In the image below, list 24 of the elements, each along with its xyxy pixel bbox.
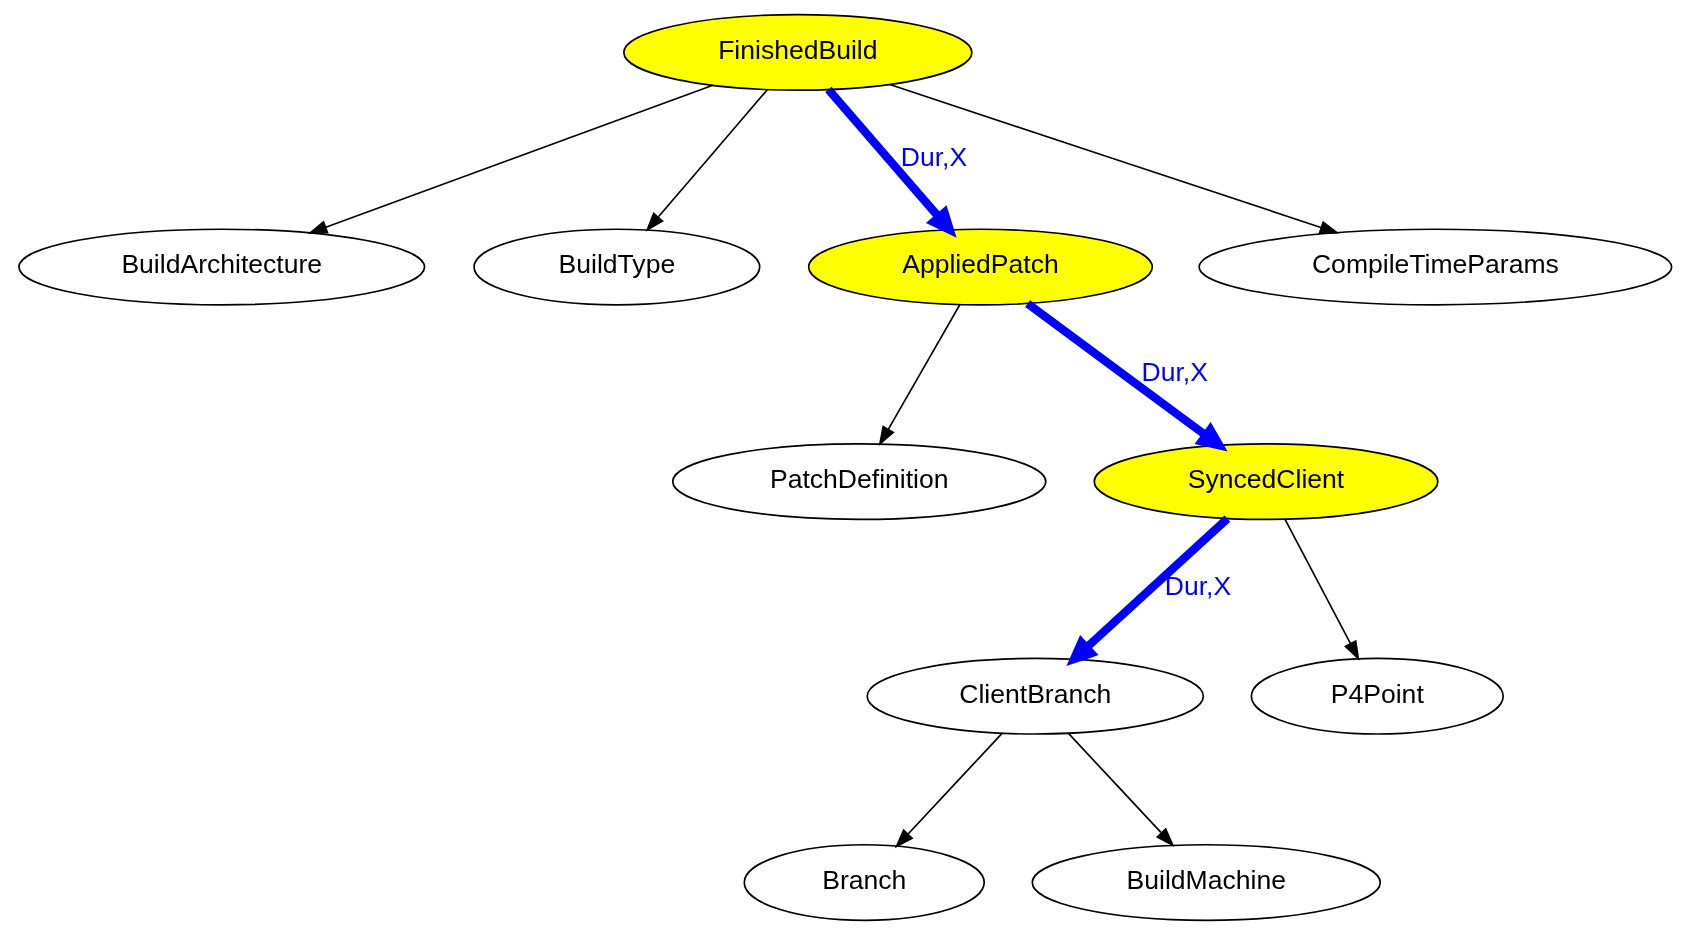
node-ellipse: CompileTimeParams [1198,228,1673,306]
node-ellipse: BuildMachine [1031,843,1382,922]
arrow [307,84,714,234]
arrow [825,86,957,238]
node-ellipse: BuildArchitecture [18,228,426,306]
node-ellipse: PatchDefinition [671,443,1047,521]
arrow [894,732,1004,849]
node-ellipse: BuildType [473,228,761,306]
node-ellipse: FinishedBuild [623,13,973,92]
node-ellipse: SyncedClient [1093,443,1439,521]
node-ellipse: P4Point [1250,657,1504,735]
edge-label: Dur,X [1164,571,1232,602]
arrow [878,303,961,447]
edge-label: Dur,X [1141,356,1208,387]
arrow [1284,518,1360,661]
arrow [1067,732,1175,847]
node-ellipse: AppliedPatch [807,228,1154,306]
arrow [889,83,1340,234]
arrow [645,88,769,232]
edge-label: Dur,X [900,142,968,173]
node-ellipse: ClientBranch [866,657,1205,735]
arrow [1025,300,1228,452]
node-ellipse: Branch [743,843,986,922]
arrow [1066,515,1231,667]
